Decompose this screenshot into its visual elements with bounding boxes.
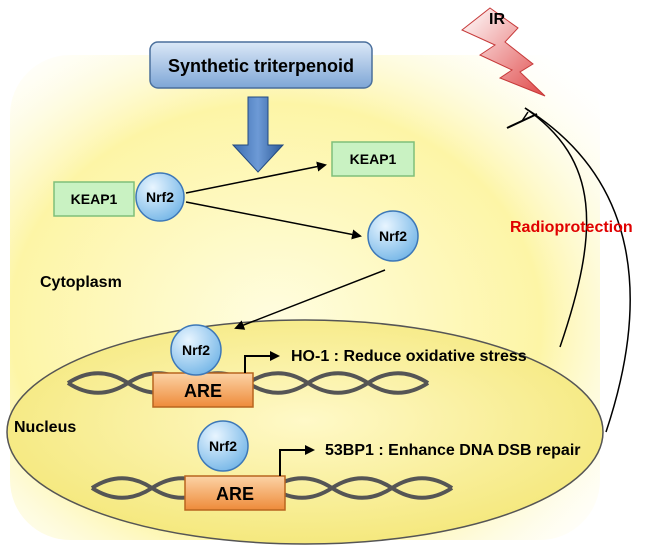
- arrow-to-nrf2-free: [185, 201, 362, 240]
- are-label-2: ARE: [216, 484, 254, 504]
- gene-label-1: HO-1 : Reduce oxidative stress: [291, 348, 527, 365]
- nrf2-nuclear-circle-1: Nrf2: [170, 324, 222, 376]
- arrow-to-nucleus: [234, 269, 386, 330]
- radioprotection-label: Radioprotection: [510, 219, 633, 236]
- nrf2-nuclear-circle-2: Nrf2: [197, 420, 249, 472]
- are-box-2: ARE: [184, 475, 286, 511]
- nrf2-nuclear-label-1: Nrf2: [182, 342, 210, 358]
- inhibition-stem: [521, 111, 529, 122]
- keap1-bound-box: KEAP1: [53, 181, 135, 217]
- inhibition-curve-1: [524, 107, 588, 348]
- keap1-free-label: KEAP1: [350, 151, 397, 167]
- ir-label: IR: [489, 11, 505, 28]
- gene-label-2: 53BP1 : Enhance DNA DSB repair: [325, 442, 580, 459]
- cytoplasm-label: Cytoplasm: [40, 274, 122, 291]
- nrf2-free-circle: Nrf2: [367, 210, 419, 262]
- keap1-bound-label: KEAP1: [71, 191, 118, 207]
- nrf2-nuclear-label-2: Nrf2: [209, 438, 237, 454]
- transcription-arrow-2: [279, 445, 315, 476]
- synthetic-triterpenoid-box: Synthetic triterpenoid: [149, 41, 373, 89]
- nucleus-label: Nucleus: [14, 419, 76, 436]
- arrow-to-keap1: [185, 161, 327, 194]
- big-down-arrow: [231, 96, 285, 173]
- drug-label: Synthetic triterpenoid: [168, 56, 354, 76]
- ir-lightning-icon: IR: [461, 7, 546, 97]
- are-box-1: ARE: [152, 372, 254, 408]
- inhibition-curve-2: [524, 107, 631, 433]
- transcription-arrow-1: [244, 351, 280, 373]
- nrf2-free-label: Nrf2: [379, 228, 407, 244]
- nrf2-bound-circle: Nrf2: [135, 172, 185, 222]
- are-label-1: ARE: [184, 381, 222, 401]
- keap1-free-box: KEAP1: [331, 141, 415, 177]
- nrf2-bound-label: Nrf2: [146, 189, 174, 205]
